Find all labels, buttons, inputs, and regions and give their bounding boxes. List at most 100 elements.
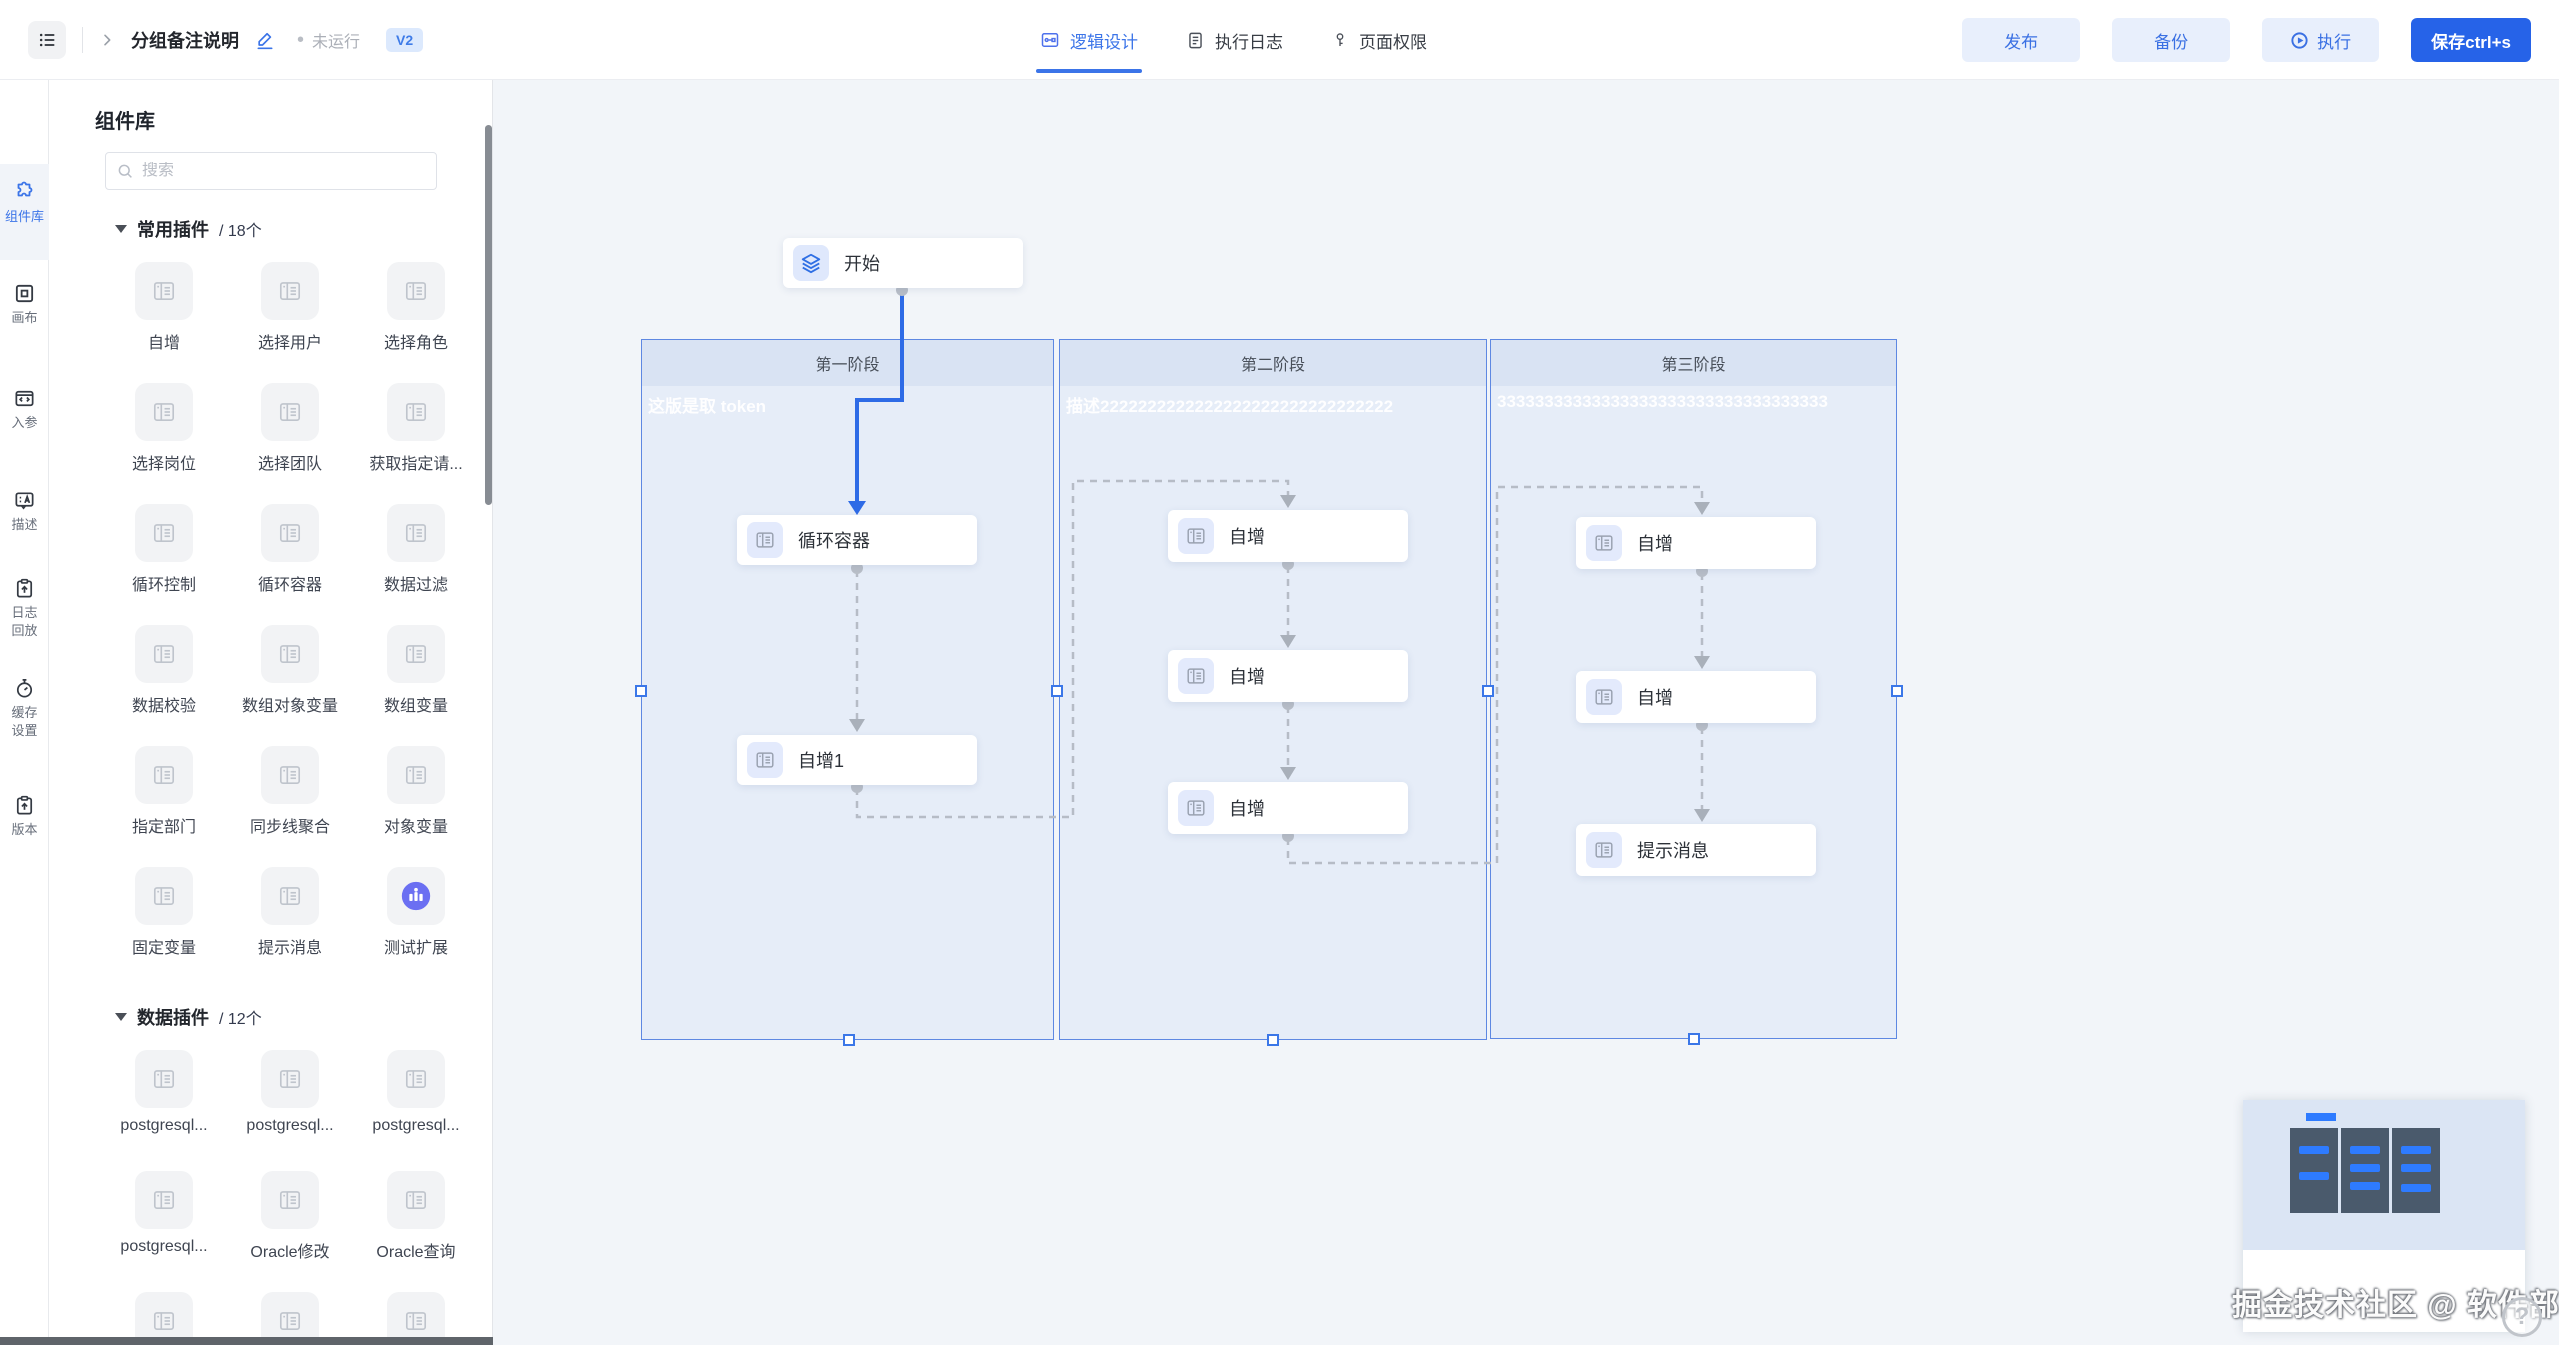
rail-item-component-library[interactable]: 组件库 bbox=[0, 164, 49, 260]
plugin-item[interactable]: 获取指定请... bbox=[353, 383, 479, 504]
search-box[interactable] bbox=[105, 152, 437, 190]
chevron-right-icon[interactable] bbox=[99, 32, 115, 48]
plugin-item[interactable]: 选择角色 bbox=[353, 262, 479, 383]
panel-list-icon bbox=[405, 1312, 427, 1330]
breadcrumb: 分组备注说明 未运行 V2 bbox=[28, 0, 424, 80]
plugin-item[interactable]: 选择岗位 bbox=[101, 383, 227, 504]
node-increment[interactable]: 自增 bbox=[1168, 650, 1408, 702]
plugin-item[interactable]: 测试扩展 bbox=[353, 867, 479, 988]
panel-list-icon bbox=[405, 524, 427, 542]
panel-list-icon bbox=[279, 524, 301, 542]
puzzle-icon bbox=[17, 181, 32, 197]
node-increment[interactable]: 自增 bbox=[1168, 782, 1408, 834]
plugin-item[interactable]: 循环容器 bbox=[227, 504, 353, 625]
plugin-icon-box bbox=[261, 1292, 319, 1345]
plugin-label: 同步线聚合 bbox=[249, 819, 330, 836]
resize-handle[interactable] bbox=[635, 685, 647, 697]
save-button[interactable]: 保存ctrl+s bbox=[2411, 18, 2531, 62]
panel-list-icon bbox=[1586, 832, 1622, 868]
panel-list-icon bbox=[279, 1070, 301, 1088]
rail-item-input-params[interactable]: 入参 bbox=[0, 387, 49, 432]
search-input[interactable] bbox=[142, 162, 436, 180]
rail-item-cache-settings[interactable]: 缓存 设置 bbox=[0, 677, 49, 740]
panel-list-icon bbox=[153, 403, 175, 421]
plugin-icon-box bbox=[387, 1050, 445, 1108]
horizontal-scrollbar[interactable] bbox=[0, 1337, 493, 1345]
plugin-label: 获取指定请... bbox=[369, 456, 463, 473]
plugin-item[interactable]: 同步线聚合 bbox=[227, 746, 353, 867]
plugin-icon-box bbox=[261, 867, 319, 925]
plugin-item[interactable]: 指定部门 bbox=[101, 746, 227, 867]
node-increment[interactable]: 自增 bbox=[1576, 517, 1816, 569]
plugin-label: 测试扩展 bbox=[383, 940, 448, 957]
section-header-common-plugins[interactable]: 常用插件 / 18个 bbox=[115, 216, 492, 242]
plugin-item[interactable]: 数组变量 bbox=[353, 625, 479, 746]
resize-handle[interactable] bbox=[1688, 1033, 1700, 1045]
plugin-item[interactable]: postgresql... bbox=[101, 1171, 227, 1292]
section-header-data-plugins[interactable]: 数据插件 / 12个 bbox=[115, 1004, 492, 1030]
panel-list-icon bbox=[1586, 525, 1622, 561]
plugin-item[interactable]: postgresql... bbox=[101, 1050, 227, 1171]
node-increment[interactable]: 自增 bbox=[1576, 671, 1816, 723]
panel-scrollbar[interactable] bbox=[485, 125, 492, 505]
side-rail: 组件库 画布 入参 描述 日志 回放 缓存 设置 版本 bbox=[0, 80, 49, 1345]
plugin-icon-box bbox=[261, 1050, 319, 1108]
plugin-item[interactable]: postgresql... bbox=[353, 1050, 479, 1171]
publish-button[interactable]: 发布 bbox=[1962, 18, 2081, 62]
node-start[interactable]: 开始 bbox=[783, 238, 1023, 288]
plugin-item[interactable]: 数据过滤 bbox=[353, 504, 479, 625]
resize-handle[interactable] bbox=[1267, 1034, 1279, 1046]
stage-remark: 33333333333333333333333333333333333 bbox=[1497, 392, 1828, 411]
plugin-item[interactable]: 选择用户 bbox=[227, 262, 353, 383]
resize-handle[interactable] bbox=[1891, 685, 1903, 697]
node-toast-message[interactable]: 提示消息 bbox=[1576, 824, 1816, 876]
stage-container-1[interactable]: 第一阶段 这版是取 token bbox=[641, 339, 1054, 1040]
menu-list-button[interactable] bbox=[28, 21, 66, 59]
rail-item-canvas[interactable]: 画布 bbox=[0, 282, 49, 327]
minimap[interactable] bbox=[2243, 1100, 2525, 1332]
plugin-item[interactable]: 数据校验 bbox=[101, 625, 227, 746]
rail-item-log-replay[interactable]: 日志 回放 bbox=[0, 577, 49, 640]
tab-page-permission[interactable]: 页面权限 bbox=[1331, 0, 1427, 80]
plugin-item[interactable]: 固定变量 bbox=[101, 867, 227, 988]
plugin-item[interactable]: postgresql... bbox=[227, 1050, 353, 1171]
plugin-grid-common: 自增 选择用户 选择角色 选择岗位 bbox=[101, 262, 479, 988]
plugin-item[interactable]: Oracle查询 bbox=[353, 1171, 479, 1292]
collapse-triangle-icon bbox=[115, 1013, 127, 1021]
plugin-item[interactable]: 对象变量 bbox=[353, 746, 479, 867]
edit-pencil-icon[interactable] bbox=[255, 30, 275, 50]
rail-item-description[interactable]: 描述 bbox=[0, 489, 49, 534]
key-icon bbox=[1331, 31, 1349, 49]
plugin-label: Oracle查询 bbox=[376, 1244, 456, 1261]
plugin-item[interactable]: 数组对象变量 bbox=[227, 625, 353, 746]
resize-handle[interactable] bbox=[843, 1034, 855, 1046]
plugin-item[interactable]: 循环控制 bbox=[101, 504, 227, 625]
plugin-item[interactable] bbox=[101, 1292, 227, 1345]
panel-list-icon bbox=[279, 403, 301, 421]
help-button[interactable]: ? bbox=[2502, 1297, 2542, 1337]
panel-list-icon bbox=[1586, 679, 1622, 715]
node-increment[interactable]: 自增 bbox=[1168, 510, 1408, 562]
plugin-label: 数组对象变量 bbox=[241, 698, 338, 715]
tab-logic-design[interactable]: 逻辑设计 bbox=[1036, 0, 1142, 80]
plugin-icon-box bbox=[135, 1171, 193, 1229]
plugin-item[interactable]: Oracle修改 bbox=[227, 1171, 353, 1292]
plugin-item[interactable] bbox=[227, 1292, 353, 1345]
rail-item-version[interactable]: 版本 bbox=[0, 794, 49, 839]
document-icon bbox=[1186, 31, 1205, 50]
plugin-item[interactable]: 自增 bbox=[101, 262, 227, 383]
resize-handle[interactable] bbox=[1482, 685, 1494, 697]
run-button[interactable]: 执行 bbox=[2262, 18, 2380, 62]
header-actions: 发布 备份 执行 保存ctrl+s bbox=[1962, 18, 2531, 62]
backup-button[interactable]: 备份 bbox=[2112, 18, 2231, 62]
plugin-icon-box bbox=[261, 1171, 319, 1229]
resize-handle[interactable] bbox=[1051, 685, 1063, 697]
node-label: 提示消息 bbox=[1637, 841, 1709, 861]
plugin-item[interactable]: 选择团队 bbox=[227, 383, 353, 504]
node-loop-container[interactable]: 循环容器 bbox=[737, 515, 977, 565]
plugin-item[interactable] bbox=[353, 1292, 479, 1345]
plugin-item[interactable]: 提示消息 bbox=[227, 867, 353, 988]
node-increment-1[interactable]: 自增1 bbox=[737, 735, 977, 785]
stage-remark: 描述2222222222222222222222222222222 bbox=[1066, 397, 1394, 416]
tab-execution-log[interactable]: 执行日志 bbox=[1186, 0, 1283, 80]
